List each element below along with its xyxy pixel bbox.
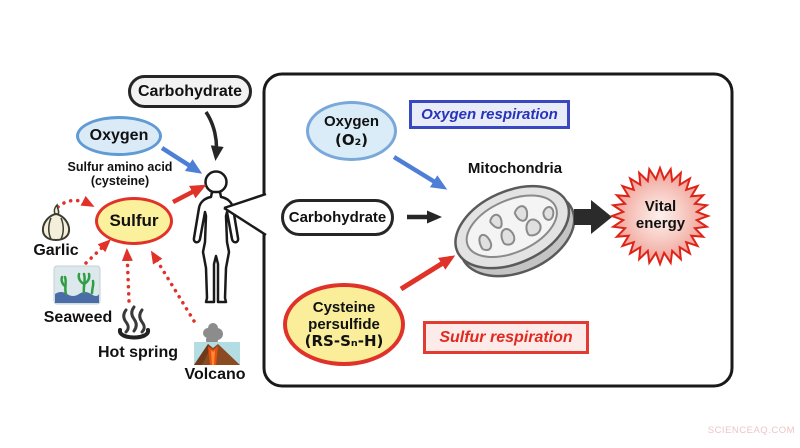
garlic-icon — [41, 203, 71, 242]
sulfur-label: Sulfur — [109, 210, 159, 230]
sulfur-arrow — [171, 184, 207, 204]
mitochondria-to-energy-arrow — [574, 200, 612, 234]
sulfur-amino-acid-line1: Sulfur amino acid — [67, 160, 173, 174]
volcano-label: Volcano — [184, 366, 246, 383]
oxygen-label: Oxygen — [89, 127, 149, 145]
cysteine-line2: persulfide — [308, 315, 380, 333]
hot-spring-dotted-arrow — [121, 248, 133, 303]
watermark: SCIENCEAQ.COM — [707, 425, 795, 436]
mitochondria-illustration — [454, 184, 576, 278]
callout-wedge-lines — [223, 192, 267, 237]
cysteine-line1: Cysteine — [312, 298, 376, 316]
sulfur-amino-acid-caption: Sulfur amino acid (cysteine) — [58, 160, 182, 189]
callout-wedge — [224, 192, 269, 237]
oxygen-o2-line1: Oxygen — [323, 113, 380, 130]
seaweed-label: Seaweed — [43, 309, 113, 326]
carbohydrate-label: Carbohydrate — [137, 82, 243, 100]
carbohydrate-cell-label: Carbohydrate — [288, 209, 387, 226]
sulfur-respiration-tag: Sulfur respiration — [423, 321, 589, 354]
oxygen-respiration-label: Oxygen respiration — [421, 106, 558, 123]
carbohydrate-pill-left: Carbohydrate — [128, 75, 252, 108]
vital-energy-line1: Vital — [644, 198, 677, 215]
sulfur-respiration-label: Sulfur respiration — [439, 328, 573, 346]
oxygen-arrow — [160, 146, 203, 174]
cysteine-formula: (RS-Sₙ-H) — [304, 332, 384, 351]
oxygen-to-mitochondria-arrow — [392, 155, 448, 190]
oxygen-o2-oval: Oxygen (O₂) — [306, 101, 397, 161]
cysteine-persulfide-oval: Cysteine persulfide (RS-Sₙ-H) — [283, 283, 405, 366]
human-head — [204, 170, 228, 194]
garlic-label: Garlic — [33, 242, 79, 259]
cysteine-to-mitochondria-arrow — [399, 255, 456, 292]
volcano-icon — [194, 323, 240, 365]
seaweed-dotted-arrow — [84, 239, 111, 265]
oxygen-oval-left: Oxygen — [76, 116, 162, 156]
carbohydrate-pill-cell: Carbohydrate — [281, 199, 394, 236]
vital-energy-line2: energy — [635, 215, 686, 233]
sulfur-source-dotted-arrows — [56, 195, 196, 323]
mitochondria-cristae — [478, 205, 555, 251]
oxygen-o2-line2: (O₂) — [334, 131, 369, 149]
oxygen-respiration-tag: Oxygen respiration — [409, 100, 570, 129]
vital-energy-starburst — [609, 165, 711, 267]
hot-spring-icon — [118, 305, 150, 340]
carbohydrate-arrow — [204, 111, 224, 161]
volcano-dotted-arrow — [150, 250, 196, 323]
sulfur-oval: Sulfur — [95, 197, 173, 245]
mitochondria-label: Mitochondria — [467, 160, 563, 177]
garlic-dotted-arrow — [56, 195, 95, 209]
seaweed-icon — [53, 265, 101, 305]
sulfur-amino-acid-line2: (cysteine) — [90, 174, 150, 189]
human-figure — [192, 170, 240, 304]
hot-spring-label: Hot spring — [98, 344, 178, 361]
vital-energy-label: Vital energy — [628, 198, 693, 233]
